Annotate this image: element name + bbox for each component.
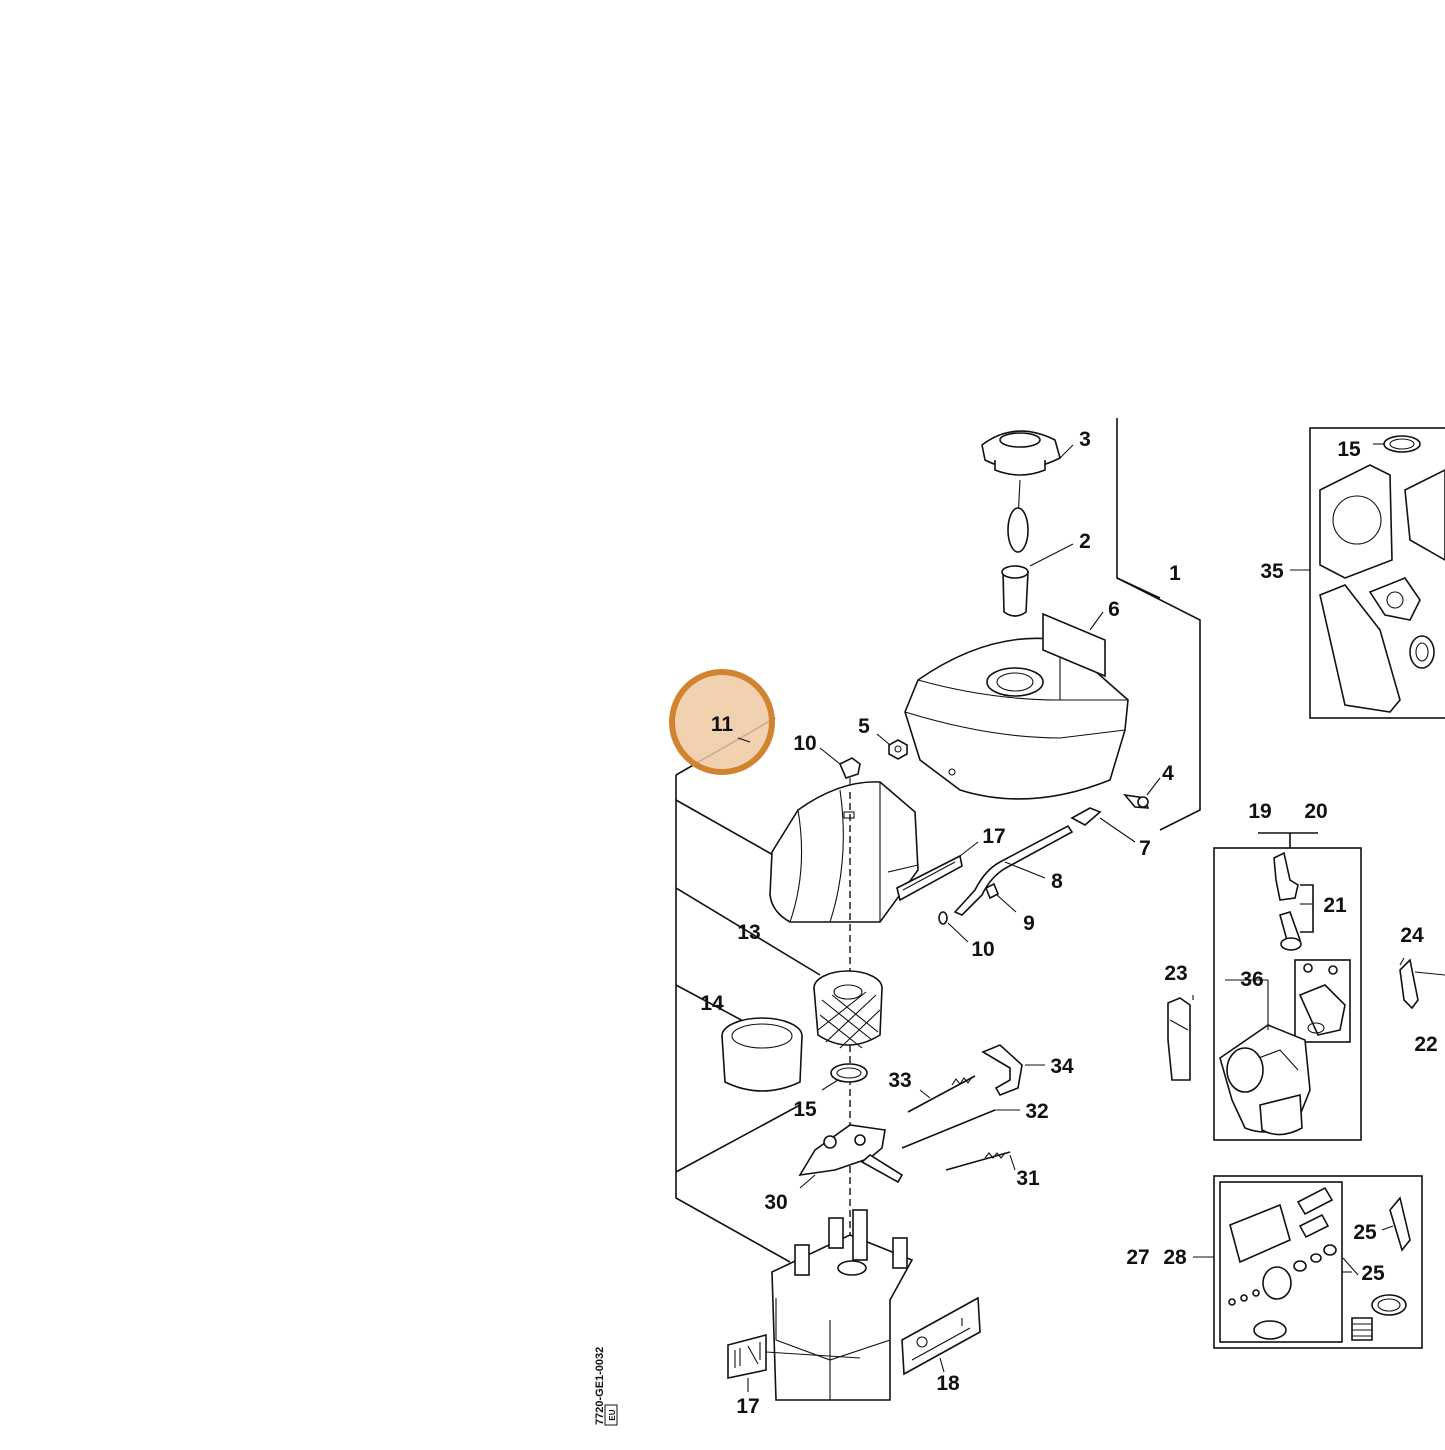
callout-8[interactable]: 8 [1051, 870, 1063, 893]
fuel-tube[interactable] [953, 824, 1074, 916]
air-filter-cover[interactable] [769, 781, 919, 923]
seal[interactable] [938, 911, 948, 925]
governor-spring[interactable] [907, 1075, 976, 1113]
fuel-cap[interactable] [981, 430, 1061, 521]
fuel-strainer-ring[interactable] [1007, 507, 1029, 553]
fuel-tank[interactable] [904, 637, 1129, 800]
carburetor[interactable] [1219, 1024, 1311, 1136]
gasket[interactable] [830, 1063, 868, 1083]
callout-2[interactable]: 2 [1079, 530, 1091, 553]
drawing-code-suffix: EU [604, 1404, 618, 1426]
callout-27[interactable]: 25 [1361, 1262, 1385, 1285]
cylinder-head-gasket[interactable] [1319, 464, 1393, 579]
valve-cover-gasket[interactable] [1404, 469, 1445, 561]
callout-24[interactable]: 23 [1164, 962, 1187, 985]
bracket-line-1 [1116, 418, 1201, 831]
insulator-gasket-2[interactable] [1389, 1196, 1411, 1252]
callout-5[interactable]: 5 [858, 715, 870, 738]
callout-14[interactable]: 14 [700, 992, 724, 1015]
callout-29[interactable]: 28 [1163, 1246, 1187, 1269]
callout-19[interactable]: 17 [982, 825, 1005, 848]
throttle-decal[interactable] [901, 1296, 981, 1376]
callout-36[interactable]: 36 [1240, 968, 1263, 991]
callout-35[interactable]: 35 [1260, 560, 1284, 583]
carburetor-box [1213, 847, 1362, 1141]
callout-34[interactable]: 34 [1050, 1055, 1074, 1078]
callout-31[interactable]: 31 [1016, 1167, 1040, 1190]
callout-21[interactable]: 20 [1304, 800, 1327, 823]
fuel-shutoff-bracket[interactable] [1167, 997, 1191, 1081]
caution-label[interactable] [1042, 612, 1106, 678]
callout-10[interactable]: 10 [971, 938, 994, 961]
callout-25-kit[interactable]: 25 [1353, 1221, 1377, 1244]
governor-rod[interactable] [901, 1109, 996, 1149]
callout-7[interactable]: 7 [1139, 837, 1151, 860]
nut[interactable] [888, 739, 908, 760]
leader-lines [747, 443, 1405, 1392]
tank-bolt[interactable] [1123, 793, 1150, 809]
highlight-circle[interactable] [669, 669, 775, 775]
callout-9[interactable]: 9 [1023, 912, 1035, 935]
choke-bracket[interactable] [981, 1044, 1023, 1096]
air-filter-element[interactable] [813, 970, 883, 1049]
spring-27[interactable] [1351, 1317, 1373, 1341]
callout-12[interactable]: 10 [793, 732, 816, 755]
callout-18[interactable]: 18 [936, 1372, 960, 1395]
wing-nut[interactable] [838, 757, 861, 790]
jet-kit[interactable] [1298, 963, 1346, 1036]
callout-15[interactable]: 15 [793, 1098, 817, 1121]
gasket-kit-parts[interactable] [1228, 1186, 1337, 1340]
callout-28[interactable]: 27 [1126, 1246, 1149, 1269]
callout-15-gasket[interactable]: 15 [1337, 438, 1361, 461]
choke-lever-22[interactable] [1273, 851, 1302, 951]
callout-20[interactable]: 19 [1248, 800, 1271, 823]
clip[interactable] [984, 882, 1000, 900]
bracket-22 [1300, 884, 1314, 933]
choke-decal[interactable] [727, 1333, 767, 1379]
callout-11[interactable]: 11 [711, 713, 734, 736]
gasket-kit-box [1213, 1175, 1423, 1349]
crankcase-gasket[interactable] [1319, 584, 1401, 713]
control-lever[interactable] [798, 1124, 904, 1184]
fuel-valve[interactable] [1070, 807, 1102, 826]
foam-pre-filter[interactable] [721, 1017, 803, 1092]
bracket-line-11 [675, 775, 791, 1263]
callout-13[interactable]: 13 [737, 921, 760, 944]
svg-text:EU: EU [608, 1409, 617, 1420]
oil-seal[interactable] [1409, 635, 1435, 669]
svg-text:7720-GE1-0032: 7720-GE1-0032 [594, 1347, 606, 1425]
gasket-kit-inner-box [1219, 1181, 1343, 1343]
exhaust-gasket[interactable] [1368, 577, 1421, 621]
callout-30[interactable]: 30 [764, 1191, 787, 1214]
callout-23[interactable]: 22 [1414, 1033, 1437, 1056]
fuel-strainer[interactable] [1001, 565, 1029, 617]
air-filter-label[interactable] [896, 854, 963, 902]
callout-22[interactable]: 21 [1323, 894, 1347, 917]
engine-block[interactable] [771, 1209, 914, 1401]
gasket-set-box [1309, 427, 1445, 719]
drawing-code: 7720-GE1-0032 [594, 1347, 606, 1425]
head-o-ring[interactable] [1383, 435, 1421, 453]
callout-4[interactable]: 4 [1162, 762, 1174, 785]
jet-kit-box [1294, 959, 1351, 1043]
throttle-rod[interactable] [945, 1151, 1011, 1171]
callout-17[interactable]: 17 [736, 1395, 759, 1418]
callout-33[interactable]: 33 [888, 1069, 911, 1092]
callout-32[interactable]: 32 [1025, 1100, 1048, 1123]
callout-1[interactable]: 1 [1169, 562, 1181, 585]
callout-3[interactable]: 3 [1079, 428, 1091, 451]
callout-25[interactable]: 24 [1400, 924, 1424, 947]
insulator-gasket[interactable] [1399, 958, 1419, 1010]
callout-6[interactable]: 6 [1108, 598, 1120, 621]
float-bowl-gasket[interactable] [1371, 1294, 1407, 1316]
